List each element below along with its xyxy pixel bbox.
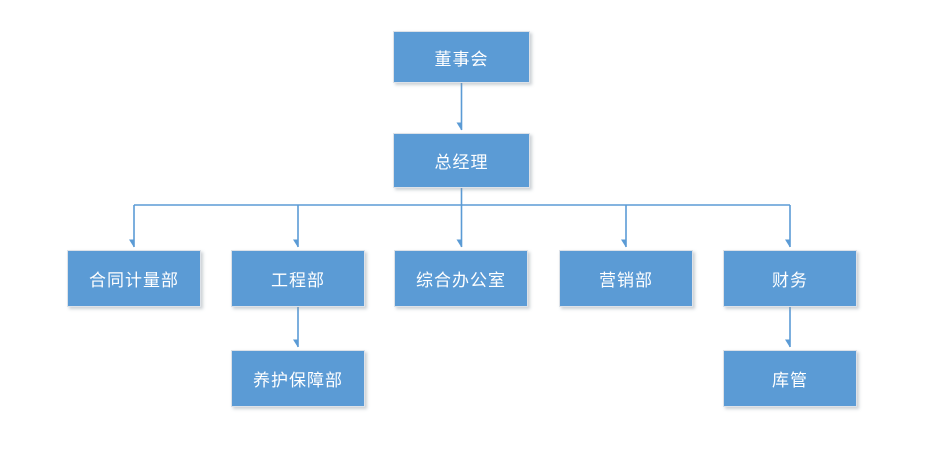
node-marketing-dept: 营销部: [559, 250, 693, 307]
node-finance-dept: 财务: [723, 250, 857, 307]
node-label: 库管: [772, 371, 808, 390]
node-label: 综合办公室: [416, 271, 506, 290]
node-label: 工程部: [271, 271, 325, 290]
node-general-manager: 总经理: [393, 133, 530, 188]
node-maintenance-support-dept: 养护保障部: [231, 350, 365, 407]
node-contract-measurement-dept: 合同计量部: [67, 250, 201, 307]
node-label: 董事会: [434, 49, 489, 69]
node-label: 营销部: [599, 271, 653, 290]
node-general-office: 综合办公室: [394, 250, 528, 307]
node-label: 财务: [772, 271, 808, 290]
node-engineering-dept: 工程部: [231, 250, 365, 307]
node-warehouse-management: 库管: [723, 350, 857, 407]
node-label: 合同计量部: [89, 271, 179, 290]
node-board-of-directors: 董事会: [393, 31, 530, 83]
node-label: 养护保障部: [253, 371, 343, 390]
node-label: 总经理: [434, 153, 489, 172]
